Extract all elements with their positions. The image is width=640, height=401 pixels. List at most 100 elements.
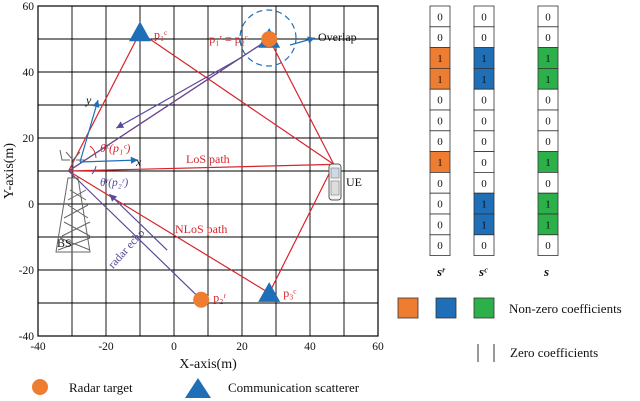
legend-zero-label: Zero coefficients	[510, 345, 598, 360]
nlos-line-p3c-to-ue	[268, 164, 335, 294]
label-p1r-eq-p2c: p₁ʳ = p₂ᶜ	[209, 32, 248, 46]
plot-frame	[37, 5, 379, 337]
vector-sc-value: 0	[481, 157, 487, 169]
base-station-tower-icon	[55, 149, 91, 253]
radar-echo-arrow-lower	[108, 193, 168, 251]
theta-c-arc	[89, 145, 97, 159]
vector-sr-value: 0	[437, 32, 443, 44]
point-labels: p₁ᶜ p₁ʳ = p₂ᶜ p₂ʳ p₃ᶜ	[154, 27, 296, 304]
x-axis-arrow	[79, 156, 139, 164]
vector-s-value: 1	[545, 157, 551, 169]
vector-label-sc: sᶜ	[478, 264, 488, 279]
vector-s-value: 0	[545, 240, 551, 252]
bs-label: BS	[57, 236, 72, 250]
legend-blue-swatch	[435, 297, 457, 319]
y-tick-label: 40	[23, 67, 35, 79]
label-p1c: p₁ᶜ	[154, 27, 167, 41]
legend-green-swatch	[473, 297, 495, 319]
vector-sc-value: 1	[481, 53, 487, 65]
vector-s-value: 0	[545, 178, 551, 190]
vector-sc-value: 0	[481, 95, 487, 107]
radar-echo-arrow-upper	[115, 56, 243, 129]
legend-comm-marker	[185, 378, 211, 398]
legend-radar-label: Radar target	[69, 380, 133, 395]
nlos-line-p1c-to-ue	[139, 31, 335, 165]
x-tick-label: 60	[372, 341, 384, 353]
overlap-dashed-circle	[239, 9, 297, 67]
nlos-line-bs-to-p3c	[68, 170, 270, 294]
vector-label-s: s	[543, 264, 549, 279]
legend-comm-label: Communication scatterer	[228, 380, 360, 395]
vector-sc-value: 1	[481, 199, 487, 211]
vector-s-value: 0	[545, 115, 551, 127]
radar-target-marker	[193, 291, 210, 308]
vector-s-value: 1	[545, 219, 551, 231]
theta-r-label: θʳ(p₂ʳ)	[100, 177, 128, 189]
vector-s-cell	[537, 234, 559, 257]
coefficient-legend: Non-zero coefficients Zero coefficients	[397, 297, 622, 362]
vector-s-value: 0	[545, 136, 551, 148]
y-tick-label: -20	[19, 265, 35, 277]
vector-sr-value: 0	[437, 178, 443, 190]
theta-r-arc	[91, 165, 97, 175]
radar-echo-line-p2r	[68, 170, 202, 301]
vector-sc-value: 0	[481, 11, 487, 23]
vector-sc-value: 0	[481, 240, 487, 252]
y-arrow-label: y	[85, 93, 92, 107]
label-p2r: p₂ʳ	[213, 291, 226, 305]
x-tick-label: 20	[236, 341, 248, 353]
vector-sr-value: 0	[437, 219, 443, 231]
vector-s-value: 0	[545, 11, 551, 23]
overlap-arrow	[289, 36, 316, 46]
signal-paths	[68, 31, 335, 301]
los-path-line	[68, 163, 334, 172]
y-axis-arrow	[79, 99, 100, 163]
plot-legend: Radar target Communication scatterer	[32, 378, 360, 398]
vector-s-value: 1	[545, 199, 551, 211]
vector-sr-value: 1	[437, 157, 443, 169]
vector-sr-value: 0	[437, 136, 443, 148]
x-tick-label: 0	[171, 341, 177, 353]
x-tick-label: -40	[30, 341, 46, 353]
vector-sr-value: 1	[437, 74, 443, 86]
legend-radar-marker	[32, 379, 48, 395]
nlos-line-p2c-to-ue	[268, 38, 335, 165]
los-path-label: LoS path	[186, 152, 230, 166]
vector-sr-value: 1	[437, 53, 443, 65]
x-arrow-label: x	[135, 155, 142, 169]
y-tick-label: 20	[23, 133, 35, 145]
vector-sc-value: 1	[481, 74, 487, 86]
vector-sc-cell	[473, 234, 495, 257]
theta-c-label: θᶜ(p₁ᶜ)	[100, 141, 130, 155]
label-p3c: p₃ᶜ	[283, 286, 296, 300]
y-tick-label: 60	[23, 1, 35, 13]
vector-sr-value: 0	[437, 95, 443, 107]
vector-s-value: 0	[545, 95, 551, 107]
x-tick-label: -20	[98, 341, 114, 353]
vector-sr-value: 0	[437, 240, 443, 252]
vector-sr-value: 0	[437, 11, 443, 23]
vector-sc-value: 0	[481, 178, 487, 190]
nlos-line-bs-to-p1c	[68, 32, 141, 172]
ue-label: UE	[346, 175, 362, 189]
legend-zero-swatch	[477, 344, 495, 362]
comm-scatterer-marker	[258, 282, 281, 302]
y-tick-label: -40	[19, 331, 35, 343]
vector-sr-cell	[429, 234, 451, 257]
vector-s-value: 0	[545, 32, 551, 44]
comm-scatterer-marker	[129, 21, 151, 42]
legend-nonzero-label: Non-zero coefficients	[509, 301, 622, 316]
vector-s-value: 1	[545, 53, 551, 65]
scatter-markers	[129, 21, 281, 308]
nlos-path-label: NLoS path	[175, 222, 227, 236]
vector-sr-value: 0	[437, 115, 443, 127]
vector-sc-value: 0	[481, 32, 487, 44]
vector-sc-value: 0	[481, 136, 487, 148]
